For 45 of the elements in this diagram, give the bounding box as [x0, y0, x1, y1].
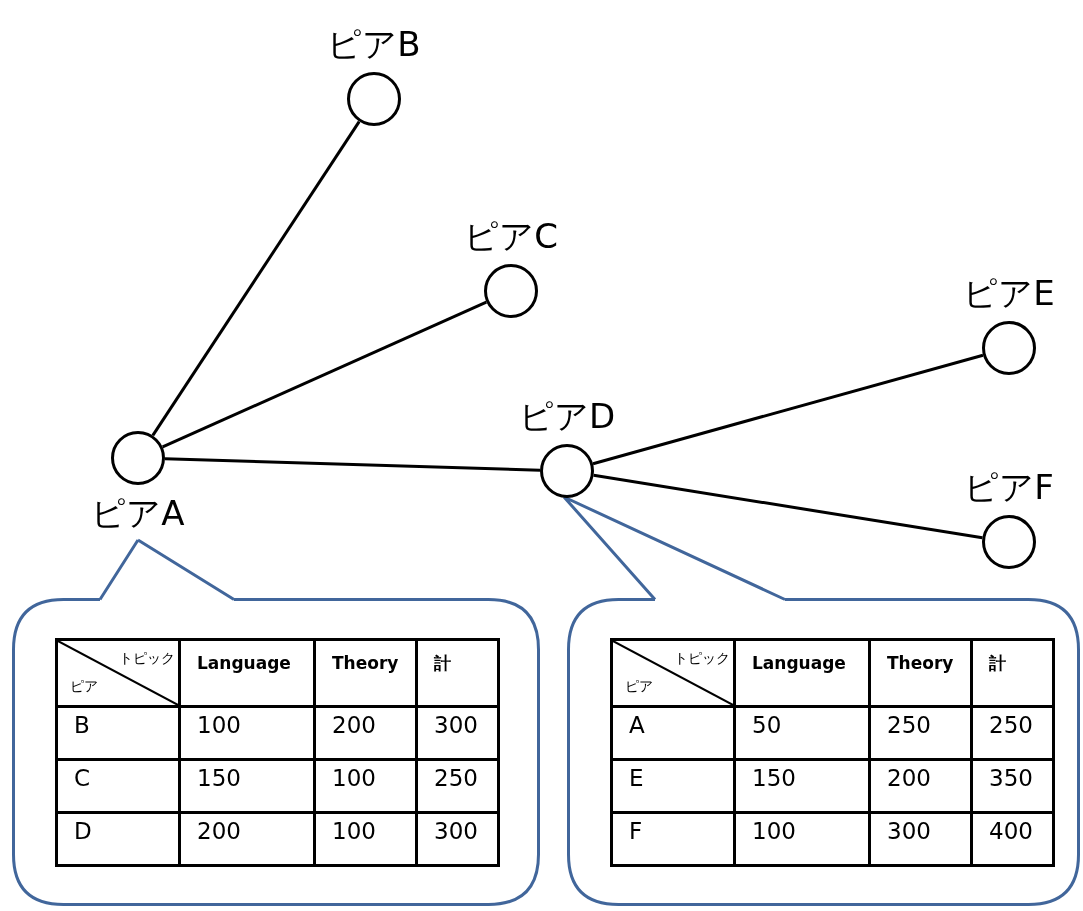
column-header: Language — [179, 639, 315, 707]
callout-tail — [98, 538, 236, 601]
table-cell: 300 — [416, 812, 499, 866]
table-cell: 100 — [314, 759, 417, 813]
table-cell: B — [56, 706, 180, 760]
peer-label: ピアA — [91, 492, 185, 535]
connection-line — [164, 457, 541, 472]
peer-label: ピアE — [963, 272, 1055, 315]
table-cell: 50 — [734, 706, 870, 760]
column-heading: トピック — [119, 651, 175, 665]
table-cell: D — [56, 812, 180, 866]
table-cell: 100 — [734, 812, 870, 866]
table-cell: 400 — [971, 812, 1054, 866]
table-cell: 250 — [416, 759, 499, 813]
table-cell: 200 — [179, 812, 315, 866]
peer-label: ピアF — [964, 466, 1054, 509]
table-cell: 200 — [314, 706, 417, 760]
table-cell: 250 — [971, 706, 1054, 760]
connection-line — [151, 120, 361, 437]
peer-label: ピアD — [518, 395, 616, 438]
table-cell: E — [611, 759, 735, 813]
table-cell: 200 — [869, 759, 972, 813]
column-header: Theory — [869, 639, 972, 707]
table-cell: 250 — [869, 706, 972, 760]
table-cell: F — [611, 812, 735, 866]
column-header: Language — [734, 639, 870, 707]
table-cell: 100 — [314, 812, 417, 866]
table-cell: 150 — [179, 759, 315, 813]
peer-label: ピアC — [464, 215, 558, 258]
table-cell: C — [56, 759, 180, 813]
table-cell: 300 — [416, 706, 499, 760]
peer-label: ピアB — [327, 23, 421, 66]
table-cell: A — [611, 706, 735, 760]
row-heading: ピア — [70, 679, 98, 693]
column-header: 計 — [416, 639, 499, 707]
table-cell: 100 — [179, 706, 315, 760]
row-heading: ピア — [625, 679, 653, 693]
column-header: 計 — [971, 639, 1054, 707]
connection-line — [592, 353, 984, 466]
table-cell: 300 — [869, 812, 972, 866]
column-header: Theory — [314, 639, 417, 707]
connection-line — [593, 473, 983, 540]
table-cell: 150 — [734, 759, 870, 813]
column-heading: トピック — [674, 651, 730, 665]
table-cell: 350 — [971, 759, 1054, 813]
